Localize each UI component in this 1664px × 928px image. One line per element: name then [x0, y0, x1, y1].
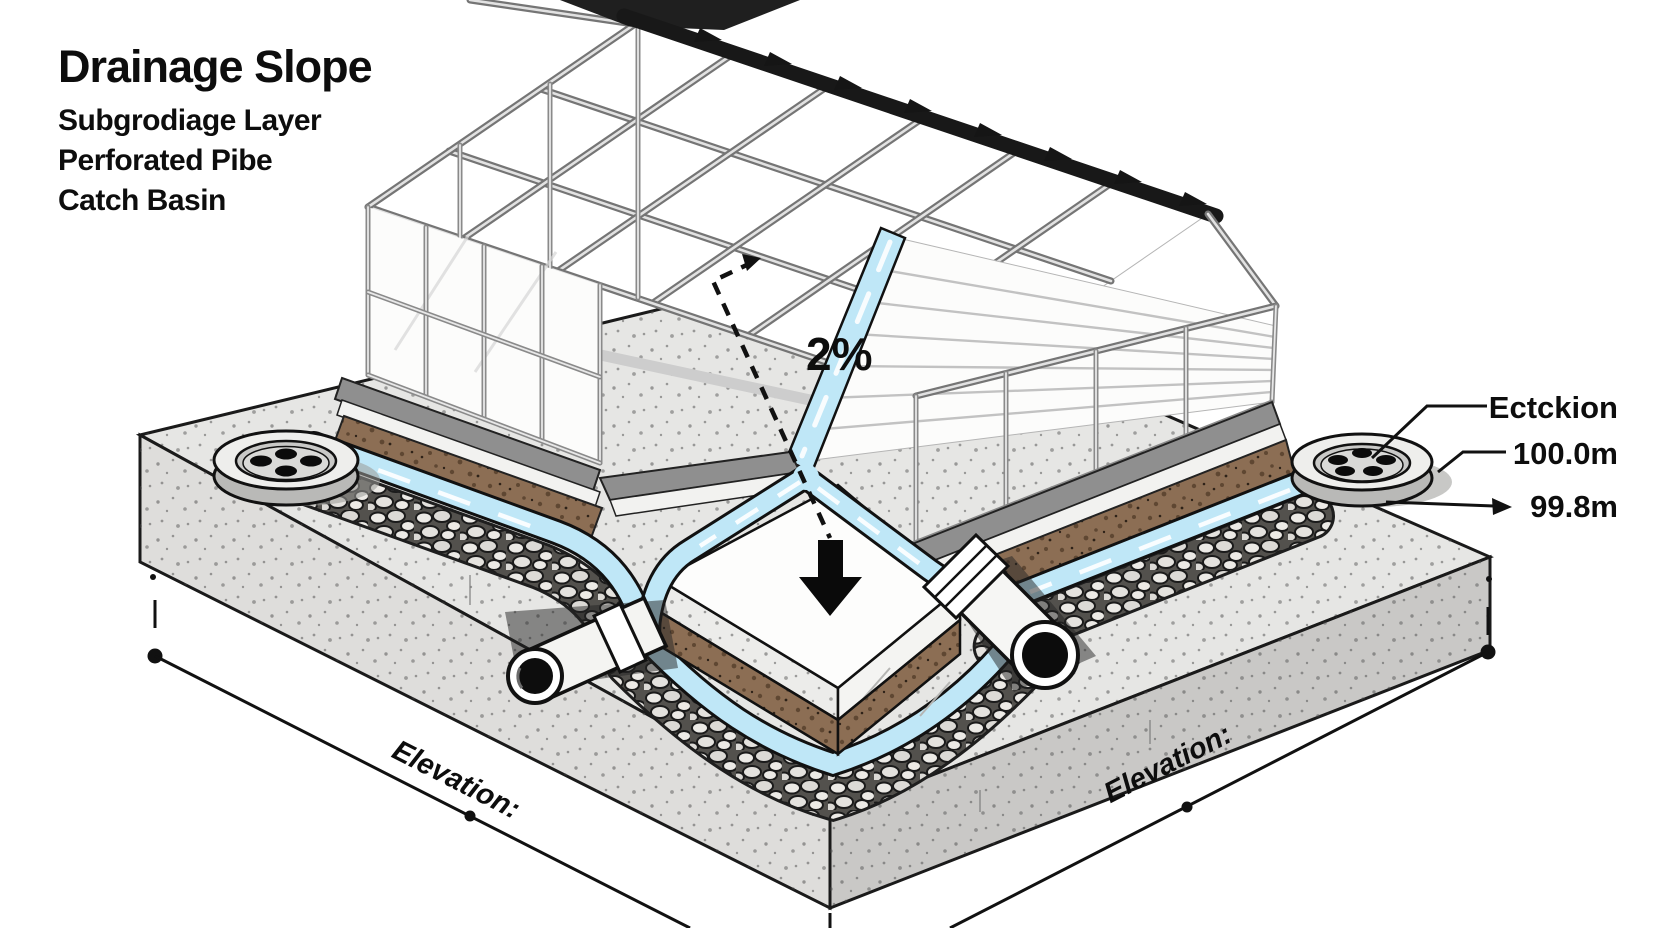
title-block: Drainage Slope Subgrodiage Layer Perfora…: [58, 41, 373, 217]
right-dimension-line: [949, 650, 1489, 928]
slab-subgrade-right-face: [836, 617, 962, 757]
gable-struts: [457, 19, 641, 301]
slab-water-ring: [638, 632, 1012, 774]
slope-annotation: 2%: [710, 254, 872, 616]
elev-mid-arrowhead: [1492, 498, 1512, 515]
left-elevation-label: Elevation:: [387, 734, 525, 825]
platform-left-speckle: [140, 435, 830, 908]
elev-mid-leader-line: [1385, 500, 1495, 508]
legend-line-pipe: Perforated Pibe: [58, 144, 272, 177]
diagram-title: Drainage Slope: [58, 41, 372, 92]
basin-leader-line: [1370, 404, 1487, 460]
right-pipe-coupling: [921, 532, 1011, 621]
elev-top-callout-label: 100.0m: [1513, 436, 1618, 471]
elev-top-leader-line: [1437, 450, 1506, 474]
basin-callout-label: Ectckion: [1489, 390, 1618, 425]
elev-mid-callout-label: 99.8m: [1530, 489, 1618, 524]
left-pipe-opening: [517, 658, 553, 694]
right-perforated-pipe: [921, 532, 1096, 692]
left-pipe-coupling: [592, 602, 648, 674]
left-basin-grate: [242, 445, 330, 481]
slab-gravel-ring: [608, 644, 1042, 819]
left-dimension-line: [154, 654, 691, 928]
legend-line-basin: Catch Basin: [58, 184, 226, 217]
left-perforated-pipe: [505, 595, 678, 705]
slope-dashed-arrowhead: [742, 254, 761, 271]
right-callouts: Ectckion 100.0m 99.8m: [1370, 390, 1618, 524]
right-basin-holes: [1328, 448, 1396, 476]
right-catch-basin: [1290, 432, 1452, 508]
roof-ridge: [560, 0, 1224, 224]
legend-line-subgrade: Subgrodiage Layer: [58, 104, 322, 137]
right-pipe-opening: [1022, 632, 1068, 678]
left-catch-basin: [212, 429, 380, 507]
left-glass-wall: [365, 204, 603, 466]
platform-right-speckle: [830, 557, 1490, 908]
right-dimension-mid-dot: [1181, 801, 1193, 813]
left-dimension-mid-dot: [464, 810, 476, 822]
foundation-curbs: [327, 376, 1298, 626]
flow-down-arrow: [799, 540, 862, 616]
ridge-shingle-teeth: [694, 28, 1207, 206]
slope-percent-label: 2%: [806, 328, 872, 380]
slope-dashed-line: [710, 259, 833, 539]
left-basin-holes: [250, 448, 322, 477]
